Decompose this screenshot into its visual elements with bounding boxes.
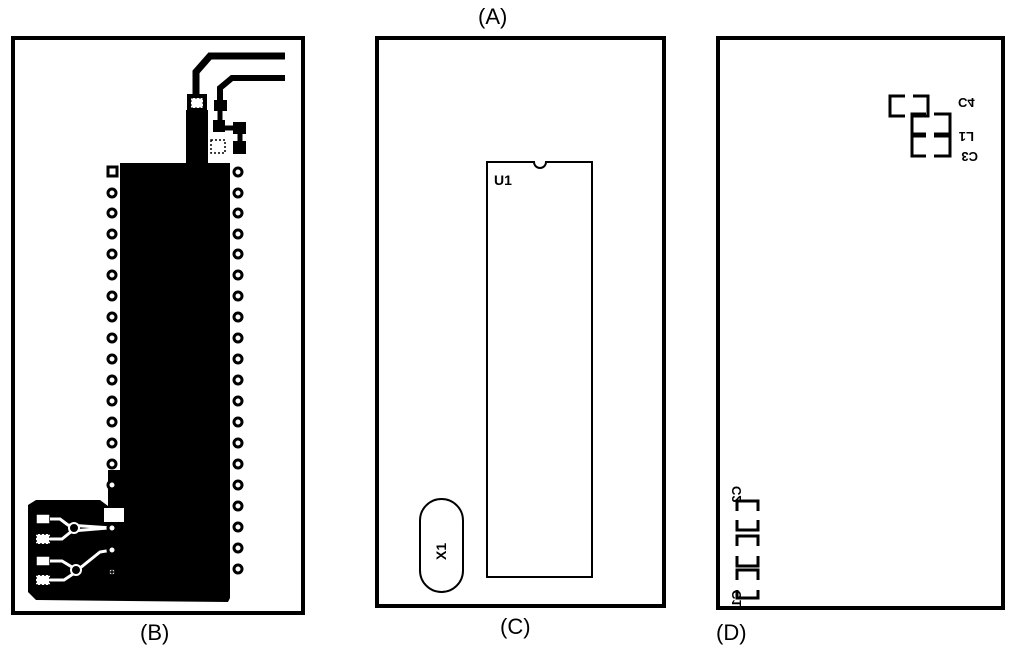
caption-c: (C) xyxy=(500,614,531,639)
x1-label: X1 xyxy=(433,543,449,560)
board-outline-d xyxy=(716,36,1005,610)
ground-pour xyxy=(28,110,230,602)
x1-outline xyxy=(419,498,464,593)
oscillator-area xyxy=(35,513,118,586)
smd-cluster-bottom xyxy=(735,499,760,600)
smd-pad xyxy=(233,141,246,154)
c2-label: C2 xyxy=(729,486,744,503)
pin-column-right xyxy=(232,166,244,575)
feed-trace-2 xyxy=(217,75,285,100)
smd-pad xyxy=(233,122,246,134)
caption-a: (A) xyxy=(478,4,508,29)
c1-label: C1 xyxy=(729,590,744,607)
panel-d-bottom-silkscreen: C4 L1 C3 C2 C1 xyxy=(716,36,1005,610)
feed-trace-1 xyxy=(192,52,285,98)
smd-pad xyxy=(213,120,225,132)
smd-pad xyxy=(214,100,227,111)
panel-b-copper-layer xyxy=(11,36,305,615)
c3-label: C3 xyxy=(961,149,978,164)
smd-cluster-top xyxy=(888,94,952,158)
caption-d: (D) xyxy=(716,620,747,645)
u1-outline xyxy=(486,161,593,578)
smd-pad xyxy=(210,139,226,154)
l1-label: L1 xyxy=(959,129,974,144)
pin-column-left xyxy=(106,165,119,491)
u1-label: U1 xyxy=(494,172,512,188)
caption-b: (B) xyxy=(140,620,170,645)
c4-label: C4 xyxy=(958,95,975,110)
panel-c-silkscreen: U1 X1 xyxy=(375,36,666,608)
